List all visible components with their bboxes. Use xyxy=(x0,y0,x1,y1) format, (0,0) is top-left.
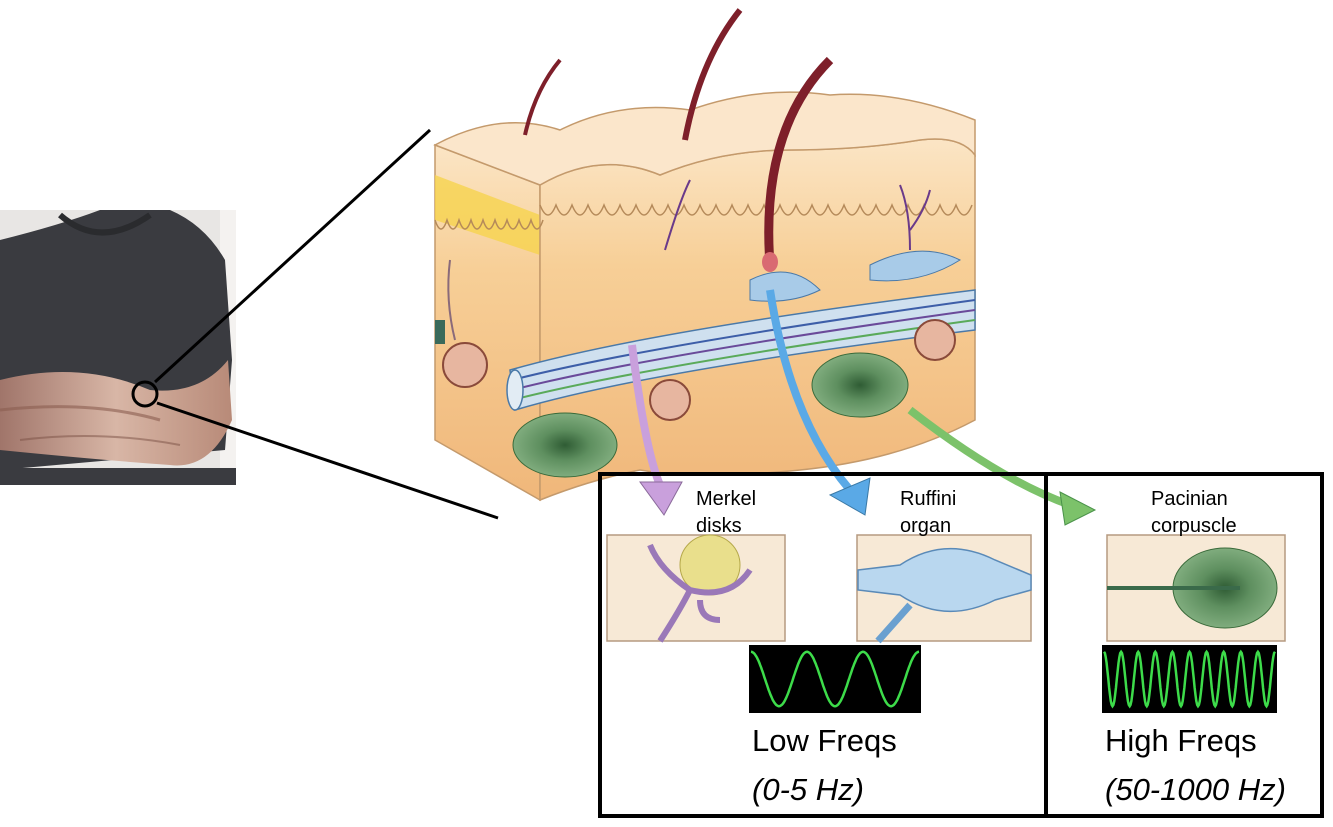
pacinian-corpuscle-image xyxy=(1106,534,1286,642)
merkel-label-line2: disks xyxy=(696,515,742,537)
pacinian-label-line2: corpuscle xyxy=(1151,515,1237,537)
zoom-line-top xyxy=(153,128,432,384)
high-freq-box xyxy=(1044,472,1324,818)
ruffini-label: Ruffini organ xyxy=(900,486,956,540)
skin-cross-section xyxy=(433,8,976,502)
merkel-label-line1: Merkel xyxy=(696,488,757,510)
zoom-line-bottom xyxy=(156,401,499,520)
arm-photo xyxy=(0,210,236,485)
pacinian-label-line1: Pacinian xyxy=(1151,488,1228,510)
merkel-arrow xyxy=(628,344,683,516)
ruffini-arrow xyxy=(766,289,871,516)
merkel-label: Merkel disks xyxy=(696,486,756,540)
pacinian-label: Pacinian corpuscle xyxy=(1151,486,1237,540)
zoom-circle xyxy=(131,380,159,408)
ruffini-organ-image xyxy=(856,534,1032,644)
high-freq-waveform xyxy=(1102,645,1277,713)
pacinian-arrow xyxy=(907,406,1097,526)
ruffini-label-line2: organ xyxy=(900,515,952,537)
low-freq-waveform xyxy=(749,645,921,713)
low-freq-range: (0-5 Hz) xyxy=(752,772,864,807)
low-freq-title: Low Freqs xyxy=(752,723,897,758)
merkel-disk-image xyxy=(606,534,786,643)
high-freq-title: High Freqs xyxy=(1105,723,1257,758)
ruffini-label-line1: Ruffini xyxy=(900,488,957,510)
high-freq-range: (50-1000 Hz) xyxy=(1105,772,1286,807)
